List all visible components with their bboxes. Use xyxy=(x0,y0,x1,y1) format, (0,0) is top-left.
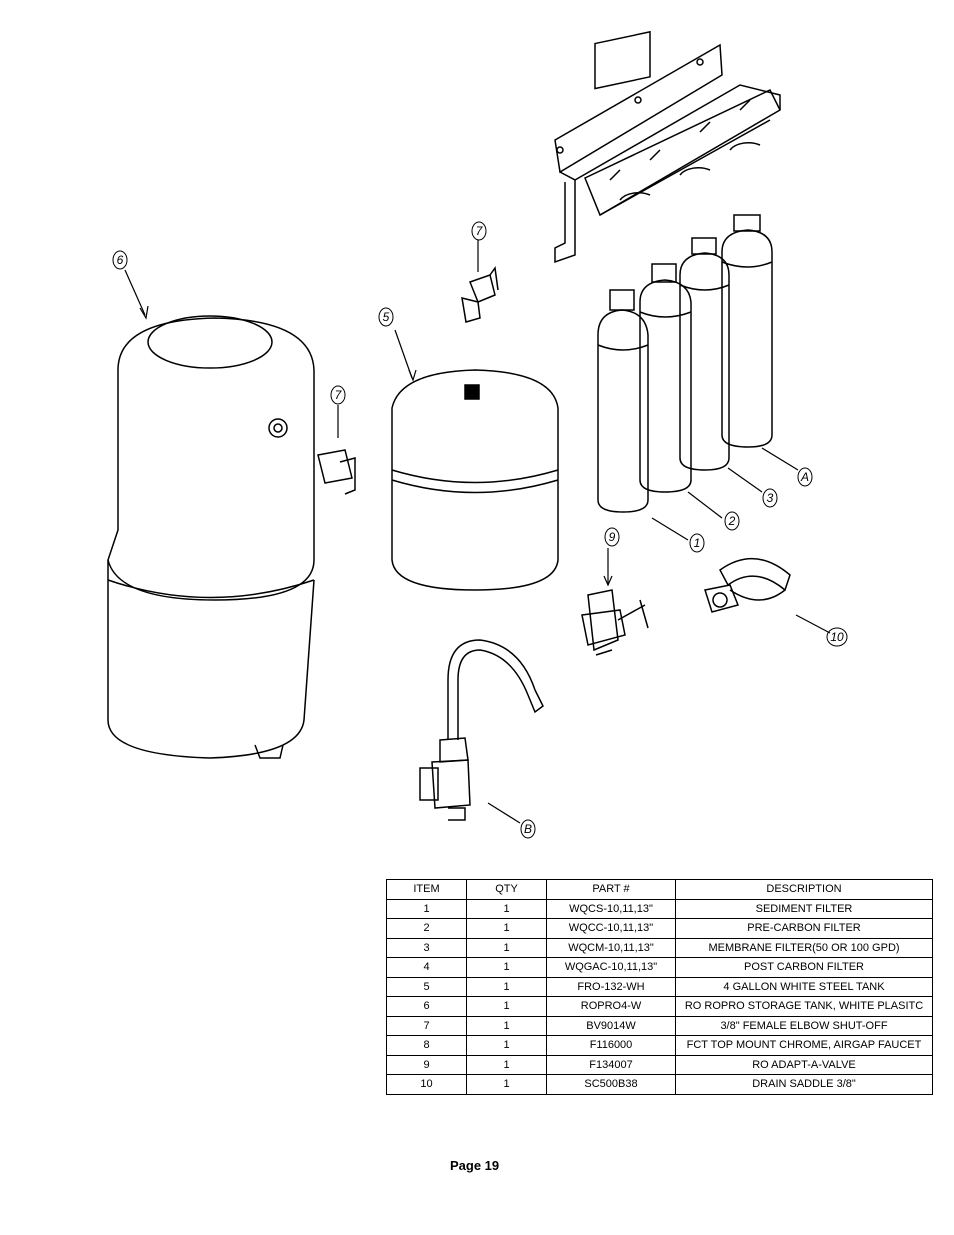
cell-qty: 1 xyxy=(466,1015,547,1036)
cell-qty: 1 xyxy=(466,1054,547,1075)
cell-item: 10 xyxy=(386,1074,467,1095)
callout-a: A xyxy=(800,470,809,484)
cell-description: POST CARBON FILTER xyxy=(675,957,933,978)
cell-qty: 1 xyxy=(466,918,547,939)
cell-qty: 1 xyxy=(466,898,547,919)
cell-qty: 1 xyxy=(466,996,547,1017)
callout-7-side: 7 xyxy=(335,388,343,402)
cell-description: SEDIMENT FILTER xyxy=(675,898,933,919)
page-number: Page 19 xyxy=(450,1158,500,1173)
airgap-faucet xyxy=(419,639,544,821)
callout-1: 1 xyxy=(694,536,701,550)
column-header-part: PART # xyxy=(546,879,676,900)
cell-description: 4 GALLON WHITE STEEL TANK xyxy=(675,976,933,997)
sediment-filter xyxy=(597,289,649,513)
cell-part: F134007 xyxy=(546,1054,676,1075)
callout-labels: 1 2 3 A 5 6 7 7 9 10 B xyxy=(112,221,848,839)
cell-item: 3 xyxy=(386,937,467,958)
post-carbon-filter xyxy=(721,214,773,448)
adapt-a-valve xyxy=(581,589,649,656)
cell-description: RO ADAPT-A-VALVE xyxy=(675,1054,933,1075)
cell-part: BV9014W xyxy=(546,1015,676,1036)
cell-qty: 1 xyxy=(466,1035,547,1056)
cell-description: FCT TOP MOUNT CHROME, AIRGAP FAUCET xyxy=(675,1035,933,1056)
cell-description: 3/8" FEMALE ELBOW SHUT-OFF xyxy=(675,1015,933,1036)
cell-qty: 1 xyxy=(466,937,547,958)
callout-6: 6 xyxy=(117,253,124,267)
callout-3: 3 xyxy=(767,491,774,505)
cell-item: 2 xyxy=(386,918,467,939)
cell-part: ROPRO4-W xyxy=(546,996,676,1017)
cell-part: WQGAC-10,11,13" xyxy=(546,957,676,978)
cell-qty: 1 xyxy=(466,1074,547,1095)
table-header-row: ITEM QTY PART # DESCRIPTION xyxy=(386,879,933,900)
cell-part: F116000 xyxy=(546,1035,676,1056)
cell-item: 5 xyxy=(386,976,467,997)
column-header-item: ITEM xyxy=(386,879,467,900)
callout-7-top: 7 xyxy=(476,224,484,238)
pre-carbon-filter xyxy=(639,263,692,493)
cell-part: SC500B38 xyxy=(546,1074,676,1095)
cell-description: DRAIN SADDLE 3/8" xyxy=(675,1074,933,1095)
cell-item: 7 xyxy=(386,1015,467,1036)
callout-5: 5 xyxy=(383,310,390,324)
cell-qty: 1 xyxy=(466,957,547,978)
cell-part: WQCS-10,11,13" xyxy=(546,898,676,919)
steel-tank xyxy=(391,369,559,591)
cell-description: RO ROPRO STORAGE TANK, WHITE PLASITC xyxy=(675,996,933,1017)
drain-saddle xyxy=(704,558,791,613)
cell-item: 6 xyxy=(386,996,467,1017)
cell-description: PRE-CARBON FILTER xyxy=(675,918,933,939)
callout-b: B xyxy=(524,822,532,836)
column-header-description: DESCRIPTION xyxy=(675,879,933,900)
storage-tank xyxy=(107,315,315,759)
shut-off-valve-top xyxy=(461,266,499,323)
cell-part: WQCC-10,11,13" xyxy=(546,918,676,939)
cell-description: MEMBRANE FILTER(50 OR 100 GPD) xyxy=(675,937,933,958)
cell-item: 8 xyxy=(386,1035,467,1056)
exploded-parts-diagram: 1 2 3 A 5 6 7 7 9 10 B xyxy=(107,30,848,839)
callout-10: 10 xyxy=(830,630,844,644)
cell-qty: 1 xyxy=(466,976,547,997)
column-header-qty: QTY xyxy=(466,879,547,900)
cell-part: FRO-132-WH xyxy=(546,976,676,997)
callout-2: 2 xyxy=(728,514,736,528)
membrane-filter xyxy=(679,237,730,471)
mounting-bracket xyxy=(554,30,781,264)
cell-item: 4 xyxy=(386,957,467,978)
cell-part: WQCM-10,11,13" xyxy=(546,937,676,958)
leader-lines xyxy=(124,240,831,824)
cell-item: 1 xyxy=(386,898,467,919)
shut-off-valve-side xyxy=(317,449,356,495)
cell-item: 9 xyxy=(386,1054,467,1075)
callout-9: 9 xyxy=(609,530,616,544)
